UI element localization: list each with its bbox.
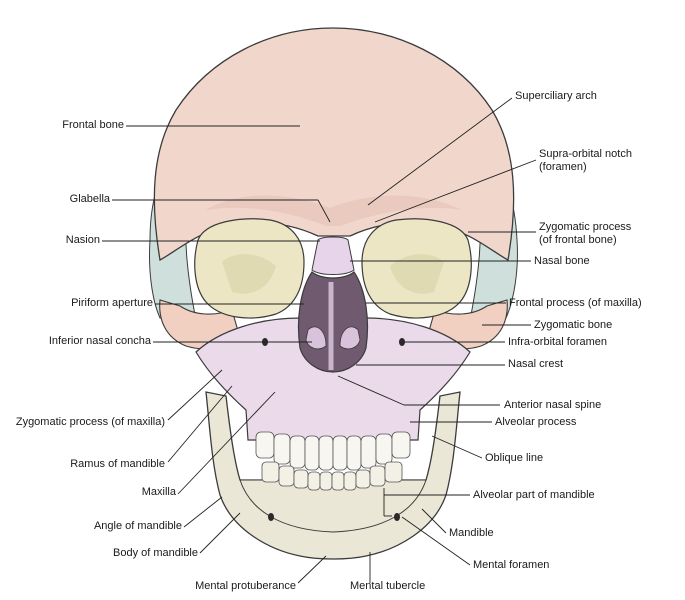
label-alveolar-process: Alveolar process (495, 416, 577, 428)
nasal-bone-shape (311, 236, 355, 275)
label-zygomatic-process-frontal-line2: (of frontal bone) (539, 234, 617, 246)
label-nasal-crest: Nasal crest (508, 358, 564, 370)
label-body-of-mandible: Body of mandible (113, 547, 198, 559)
lower-teeth (261, 461, 403, 491)
label-supra-orbital-notch-line2: (foramen) (539, 161, 587, 173)
label-inferior-nasal-concha: Inferior nasal concha (48, 335, 151, 347)
upper-teeth (255, 431, 411, 471)
label-oblique-line: Oblique line (485, 452, 544, 464)
label-piriform-aperture: Piriform aperture (71, 297, 153, 309)
label-mental-protuberance: Mental protuberance (195, 580, 296, 592)
label-nasal-bone: Nasal bone (534, 255, 590, 267)
label-nasion: Nasion (65, 234, 100, 246)
leader-lines (102, 97, 537, 584)
maxilla-shape (195, 317, 471, 441)
label-infra-orbital-foramen: Infra-orbital foramen (508, 336, 608, 348)
label-frontal-process-maxilla: Frontal process (of maxilla) (509, 297, 642, 309)
label-maxilla: Maxilla (141, 486, 176, 498)
label-ramus-of-mandible: Ramus of mandible (70, 458, 165, 470)
label-mandible: Mandible (449, 527, 494, 539)
label-supra-orbital-notch-line1: Supra-orbital notch (539, 148, 632, 160)
label-zygomatic-process-frontal-line1: Zygomatic process (539, 221, 632, 233)
label-alveolar-part-of-mandible: Alveolar part of mandible (473, 489, 595, 501)
label-mental-tubercle: Mental tubercle (350, 580, 426, 592)
label-angle-of-mandible: Angle of mandible (93, 520, 182, 532)
label-supra-orbital-notch: Supra-orbital notch (foramen) (539, 148, 632, 174)
label-zygomatic-bone: Zygomatic bone (534, 319, 613, 331)
label-zygomatic-process-maxilla: Zygomatic process (of maxilla) (15, 416, 165, 428)
label-anterior-nasal-spine: Anterior nasal spine (504, 399, 602, 411)
label-mental-foramen: Mental foramen (473, 559, 550, 571)
label-glabella: Glabella (69, 193, 110, 205)
label-frontal-bone: Frontal bone (62, 119, 124, 131)
label-superciliary-arch: Superciliary arch (515, 90, 597, 102)
label-zygomatic-process-frontal: Zygomatic process (of frontal bone) (539, 221, 631, 247)
